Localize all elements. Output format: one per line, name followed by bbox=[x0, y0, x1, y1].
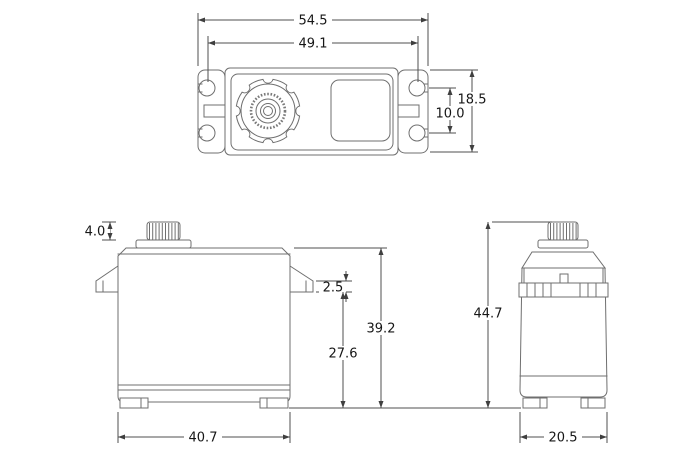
spline-hub bbox=[255, 98, 281, 124]
shaft-hole bbox=[263, 106, 273, 116]
case-inner-outline bbox=[230, 73, 394, 151]
dimension-arrowhead bbox=[447, 88, 453, 95]
spline-base-plate bbox=[537, 239, 589, 249]
dimensions: 54.5 49.1 18.5 10.0 4.0 bbox=[80, 13, 608, 446]
output-gear-wheel bbox=[235, 78, 301, 144]
dim-overall-height-label: 44.7 bbox=[474, 307, 503, 322]
dim-case-width-label: 20.5 bbox=[549, 431, 578, 446]
right-flange-rib bbox=[396, 104, 420, 118]
dimension-arrowhead bbox=[469, 145, 475, 152]
dimension-arrowhead bbox=[208, 40, 215, 46]
dim-bottom-to-flange-label: 27.6 bbox=[329, 347, 358, 362]
dim-case-length: 40.7 bbox=[117, 412, 291, 446]
flange-band bbox=[518, 282, 609, 298]
dimension-arrowhead bbox=[469, 70, 475, 77]
dim-case-width: 20.5 bbox=[519, 412, 608, 446]
dimension-arrowhead bbox=[421, 17, 428, 23]
dimension-arrowhead bbox=[118, 434, 125, 440]
case-outline bbox=[519, 267, 608, 398]
spline-teeth-ring bbox=[249, 92, 287, 130]
dim-overall-height: 44.7 bbox=[469, 221, 552, 408]
dim-mounting-hole-span-label: 49.1 bbox=[299, 37, 328, 52]
left-foot bbox=[522, 397, 548, 409]
dimension-arrowhead bbox=[411, 40, 418, 46]
dimension-arrowhead bbox=[485, 222, 491, 229]
dim-spline-height-label: 4.0 bbox=[85, 225, 106, 240]
dimension-arrowhead bbox=[447, 126, 453, 133]
dimension-arrowhead bbox=[600, 434, 607, 440]
mounting-hole bbox=[198, 124, 216, 142]
dim-overall-length: 54.5 bbox=[197, 13, 429, 66]
flange-band-ticks bbox=[526, 283, 597, 297]
dim-flange-thickness-label: 2.5 bbox=[323, 281, 344, 296]
dimension-arrowhead bbox=[107, 222, 113, 229]
dim-hole-pair-spacing-label: 10.0 bbox=[436, 107, 465, 122]
dimension-arrowhead bbox=[340, 401, 346, 408]
mounting-hole bbox=[198, 79, 216, 97]
left-flange-side bbox=[95, 265, 119, 293]
mounting-hole bbox=[408, 79, 426, 97]
dim-overall-length-label: 54.5 bbox=[299, 14, 328, 29]
spline-hatching bbox=[149, 223, 179, 240]
dimension-arrowhead bbox=[283, 434, 290, 440]
dimension-arrows bbox=[107, 17, 607, 440]
left-flange-rib bbox=[203, 104, 227, 118]
spline-hatching bbox=[550, 223, 577, 240]
dim-bottom-to-flange: 27.6 bbox=[324, 292, 362, 408]
dimension-arrowhead bbox=[340, 292, 346, 299]
dimension-arrowhead bbox=[198, 17, 205, 23]
dimension-arrowhead bbox=[520, 434, 527, 440]
dim-case-length-label: 40.7 bbox=[189, 431, 218, 446]
right-foot bbox=[580, 397, 606, 409]
dim-mounting-hole-span: 49.1 bbox=[207, 36, 419, 82]
right-flange-side bbox=[289, 265, 314, 293]
dimension-arrowhead bbox=[107, 233, 113, 240]
gear-inner-circle bbox=[240, 83, 296, 139]
cap-notch bbox=[559, 273, 569, 284]
left-foot bbox=[119, 397, 149, 409]
top-view bbox=[197, 67, 429, 156]
dimension-arrowhead bbox=[485, 401, 491, 408]
top-cap bbox=[521, 251, 606, 269]
dimension-arrowhead bbox=[378, 401, 384, 408]
rear-cover-plate bbox=[330, 79, 391, 142]
dimension-arrowhead bbox=[343, 274, 349, 281]
dim-case-height: 39.2 bbox=[294, 247, 400, 408]
mounting-hole-slots bbox=[197, 83, 429, 138]
mounting-hole bbox=[408, 124, 426, 142]
dim-hole-pair-spacing: 10.0 bbox=[429, 87, 469, 134]
dimension-arrowhead bbox=[378, 248, 384, 255]
dim-flange-height-label: 18.5 bbox=[458, 93, 487, 108]
right-foot bbox=[259, 397, 289, 409]
front-view bbox=[95, 221, 314, 409]
side-view bbox=[518, 221, 609, 409]
dim-case-height-label: 39.2 bbox=[367, 322, 396, 337]
dim-flange-height: 18.5 bbox=[430, 69, 491, 153]
spline-base-plate bbox=[135, 239, 192, 249]
case-outline bbox=[117, 247, 291, 403]
shaft-boss bbox=[260, 103, 276, 119]
